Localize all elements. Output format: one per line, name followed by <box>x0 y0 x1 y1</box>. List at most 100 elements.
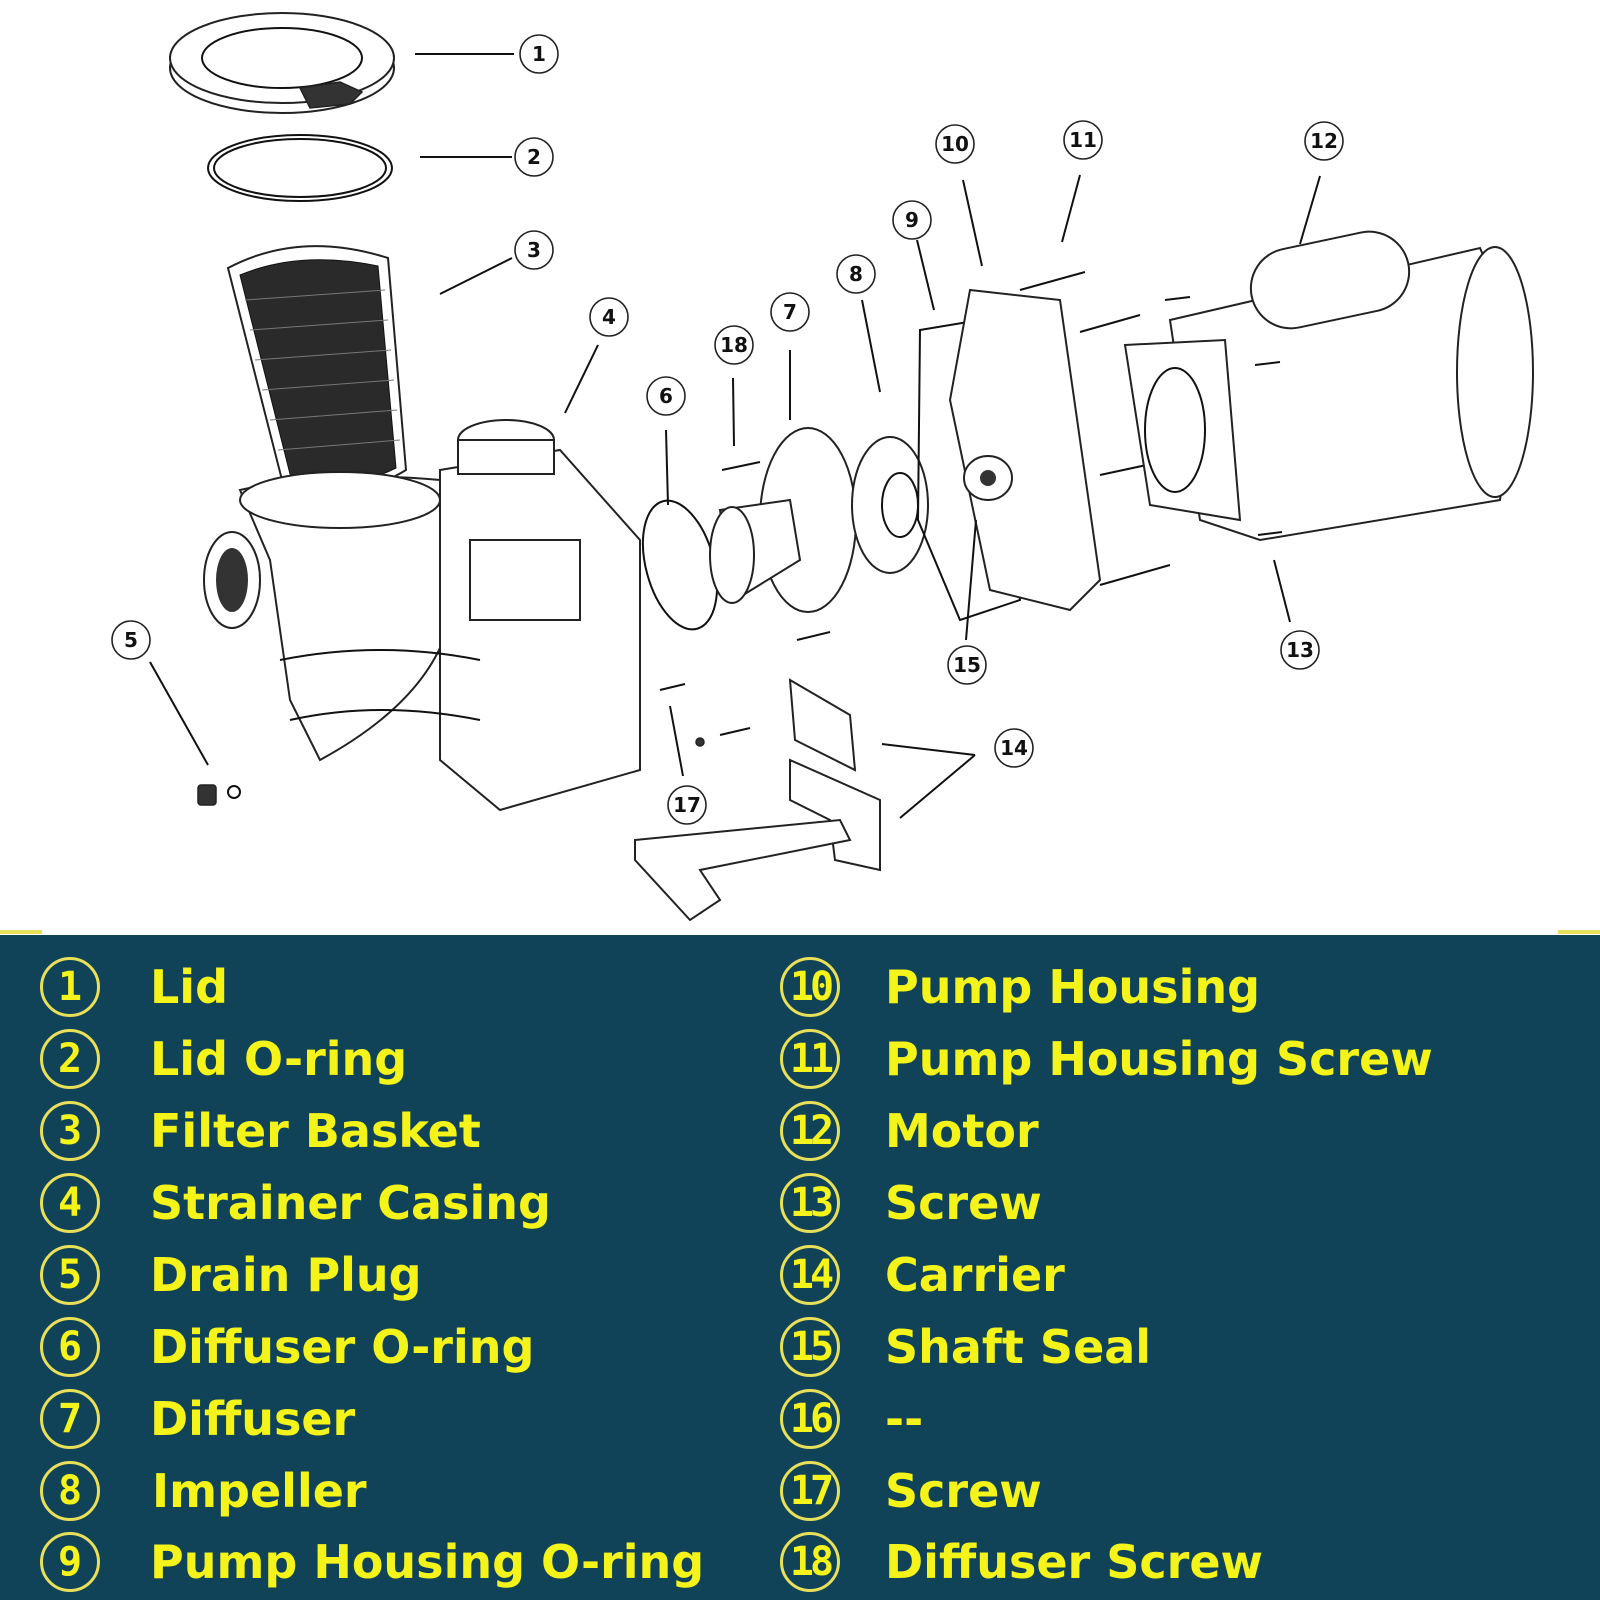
legend-item-7: 7 Diffuser <box>40 1389 740 1461</box>
number-circle <box>40 1317 100 1377</box>
item-label: Impeller <box>152 1464 367 1518</box>
item-number: 2 <box>57 1036 83 1082</box>
item-label: Diffuser <box>150 1392 356 1446</box>
svg-text:7: 7 <box>783 300 797 324</box>
item-number: 4 <box>57 1180 83 1226</box>
item-label: Carrier <box>885 1248 1065 1302</box>
diffuser-part <box>709 427 857 613</box>
legend-item-15: 15 Shaft Seal <box>780 1317 1580 1389</box>
item-number: 18 <box>789 1539 834 1585</box>
callout-11: 11 <box>1063 120 1103 160</box>
svg-text:1: 1 <box>532 42 546 66</box>
item-number: 7 <box>57 1396 83 1442</box>
item-label: -- <box>885 1392 924 1446</box>
callout-8: 8 <box>836 254 876 294</box>
impeller-part <box>851 436 929 574</box>
number-circle <box>780 1389 840 1449</box>
item-number: 6 <box>57 1324 83 1370</box>
lid-o-ring-part <box>207 134 393 202</box>
item-label: Filter Basket <box>150 1104 481 1158</box>
callout-6: 6 <box>646 376 686 416</box>
item-number: 5 <box>57 1252 83 1298</box>
item-label: Pump Housing <box>885 960 1261 1014</box>
callout-3: 3 <box>514 230 554 270</box>
svg-text:9: 9 <box>905 208 919 232</box>
accent-line-right <box>1558 930 1600 934</box>
small-screws-part <box>659 461 831 747</box>
svg-text:6: 6 <box>659 384 673 408</box>
svg-text:4: 4 <box>602 305 616 329</box>
callout-13: 13 <box>1280 630 1320 670</box>
number-circle <box>40 1245 100 1305</box>
item-label: Screw <box>885 1464 1042 1518</box>
parts-drawing: 1 2 3 4 5 6 7 8 9 10 11 12 13 14 15 17 1… <box>111 12 1534 922</box>
legend-item-3: 3 Filter Basket <box>40 1101 740 1173</box>
item-number: 10 <box>789 964 834 1010</box>
legend-item-1: 1 Lid <box>40 957 740 1029</box>
callout-2: 2 <box>514 137 554 177</box>
filter-basket-part <box>226 245 408 494</box>
number-circle <box>780 1317 840 1377</box>
parts-legend: 1 Lid 2 Lid O-ring 3 Filter Basket 4 Str… <box>0 935 1600 1600</box>
number-circle <box>40 1101 100 1161</box>
legend-item-9: 9 Pump Housing O-ring <box>40 1532 740 1604</box>
callout-1: 1 <box>519 34 559 74</box>
svg-text:8: 8 <box>849 262 863 286</box>
accent-line-left <box>0 930 42 934</box>
svg-text:17: 17 <box>673 793 701 817</box>
item-label: Strainer Casing <box>150 1176 551 1230</box>
number-circle <box>40 1461 100 1521</box>
legend-item-13: 13 Screw <box>780 1173 1580 1245</box>
svg-text:2: 2 <box>527 145 541 169</box>
svg-text:5: 5 <box>124 628 138 652</box>
legend-item-16: 16 -- <box>780 1389 1580 1461</box>
callout-10: 10 <box>935 124 975 164</box>
item-number: 13 <box>789 1180 834 1226</box>
svg-text:14: 14 <box>1000 736 1028 760</box>
item-label: Shaft Seal <box>885 1320 1152 1374</box>
svg-text:11: 11 <box>1069 128 1097 152</box>
callout-18: 18 <box>714 325 754 365</box>
item-label: Pump Housing Screw <box>885 1032 1433 1086</box>
svg-text:3: 3 <box>527 238 541 262</box>
svg-text:12: 12 <box>1310 129 1338 153</box>
item-number: 15 <box>789 1324 834 1370</box>
item-number: 11 <box>789 1036 834 1082</box>
legend-item-11: 11 Pump Housing Screw <box>780 1029 1580 1101</box>
number-circle <box>40 1029 100 1089</box>
number-circle <box>40 1532 100 1592</box>
strainer-casing-part <box>203 419 641 812</box>
item-label: Diffuser Screw <box>885 1535 1264 1589</box>
item-number: 8 <box>57 1468 83 1514</box>
svg-text:15: 15 <box>953 653 981 677</box>
item-label: Lid O-ring <box>150 1032 408 1086</box>
legend-item-6: 6 Diffuser O-ring <box>40 1317 740 1389</box>
number-circle <box>780 1245 840 1305</box>
svg-text:13: 13 <box>1286 638 1314 662</box>
item-number: 14 <box>789 1252 834 1298</box>
motor-part <box>1123 230 1534 542</box>
item-number: 3 <box>57 1108 83 1154</box>
callout-12: 12 <box>1304 121 1344 161</box>
callout-5: 5 <box>111 620 151 660</box>
callout-7: 7 <box>770 292 810 332</box>
svg-text:18: 18 <box>720 333 748 357</box>
number-circle <box>780 1173 840 1233</box>
drain-plug-part <box>197 784 241 806</box>
item-number: 16 <box>789 1396 834 1442</box>
number-circle <box>40 1173 100 1233</box>
number-circle <box>780 1101 840 1161</box>
number-circle <box>780 1029 840 1089</box>
number-circle <box>40 957 100 1017</box>
number-circle <box>780 1461 840 1521</box>
item-label: Drain Plug <box>150 1248 422 1302</box>
callout-15: 15 <box>947 645 987 685</box>
legend-item-2: 2 Lid O-ring <box>40 1029 740 1101</box>
legend-item-10: 10 Pump Housing <box>780 957 1580 1029</box>
number-circle <box>780 957 840 1017</box>
callout-4: 4 <box>589 297 629 337</box>
item-number: 9 <box>57 1539 83 1585</box>
item-number: 17 <box>789 1468 834 1514</box>
lid-part <box>169 12 395 114</box>
exploded-parts-diagram: 1 2 3 4 5 6 7 8 9 10 11 12 13 14 15 17 1… <box>111 12 1534 922</box>
